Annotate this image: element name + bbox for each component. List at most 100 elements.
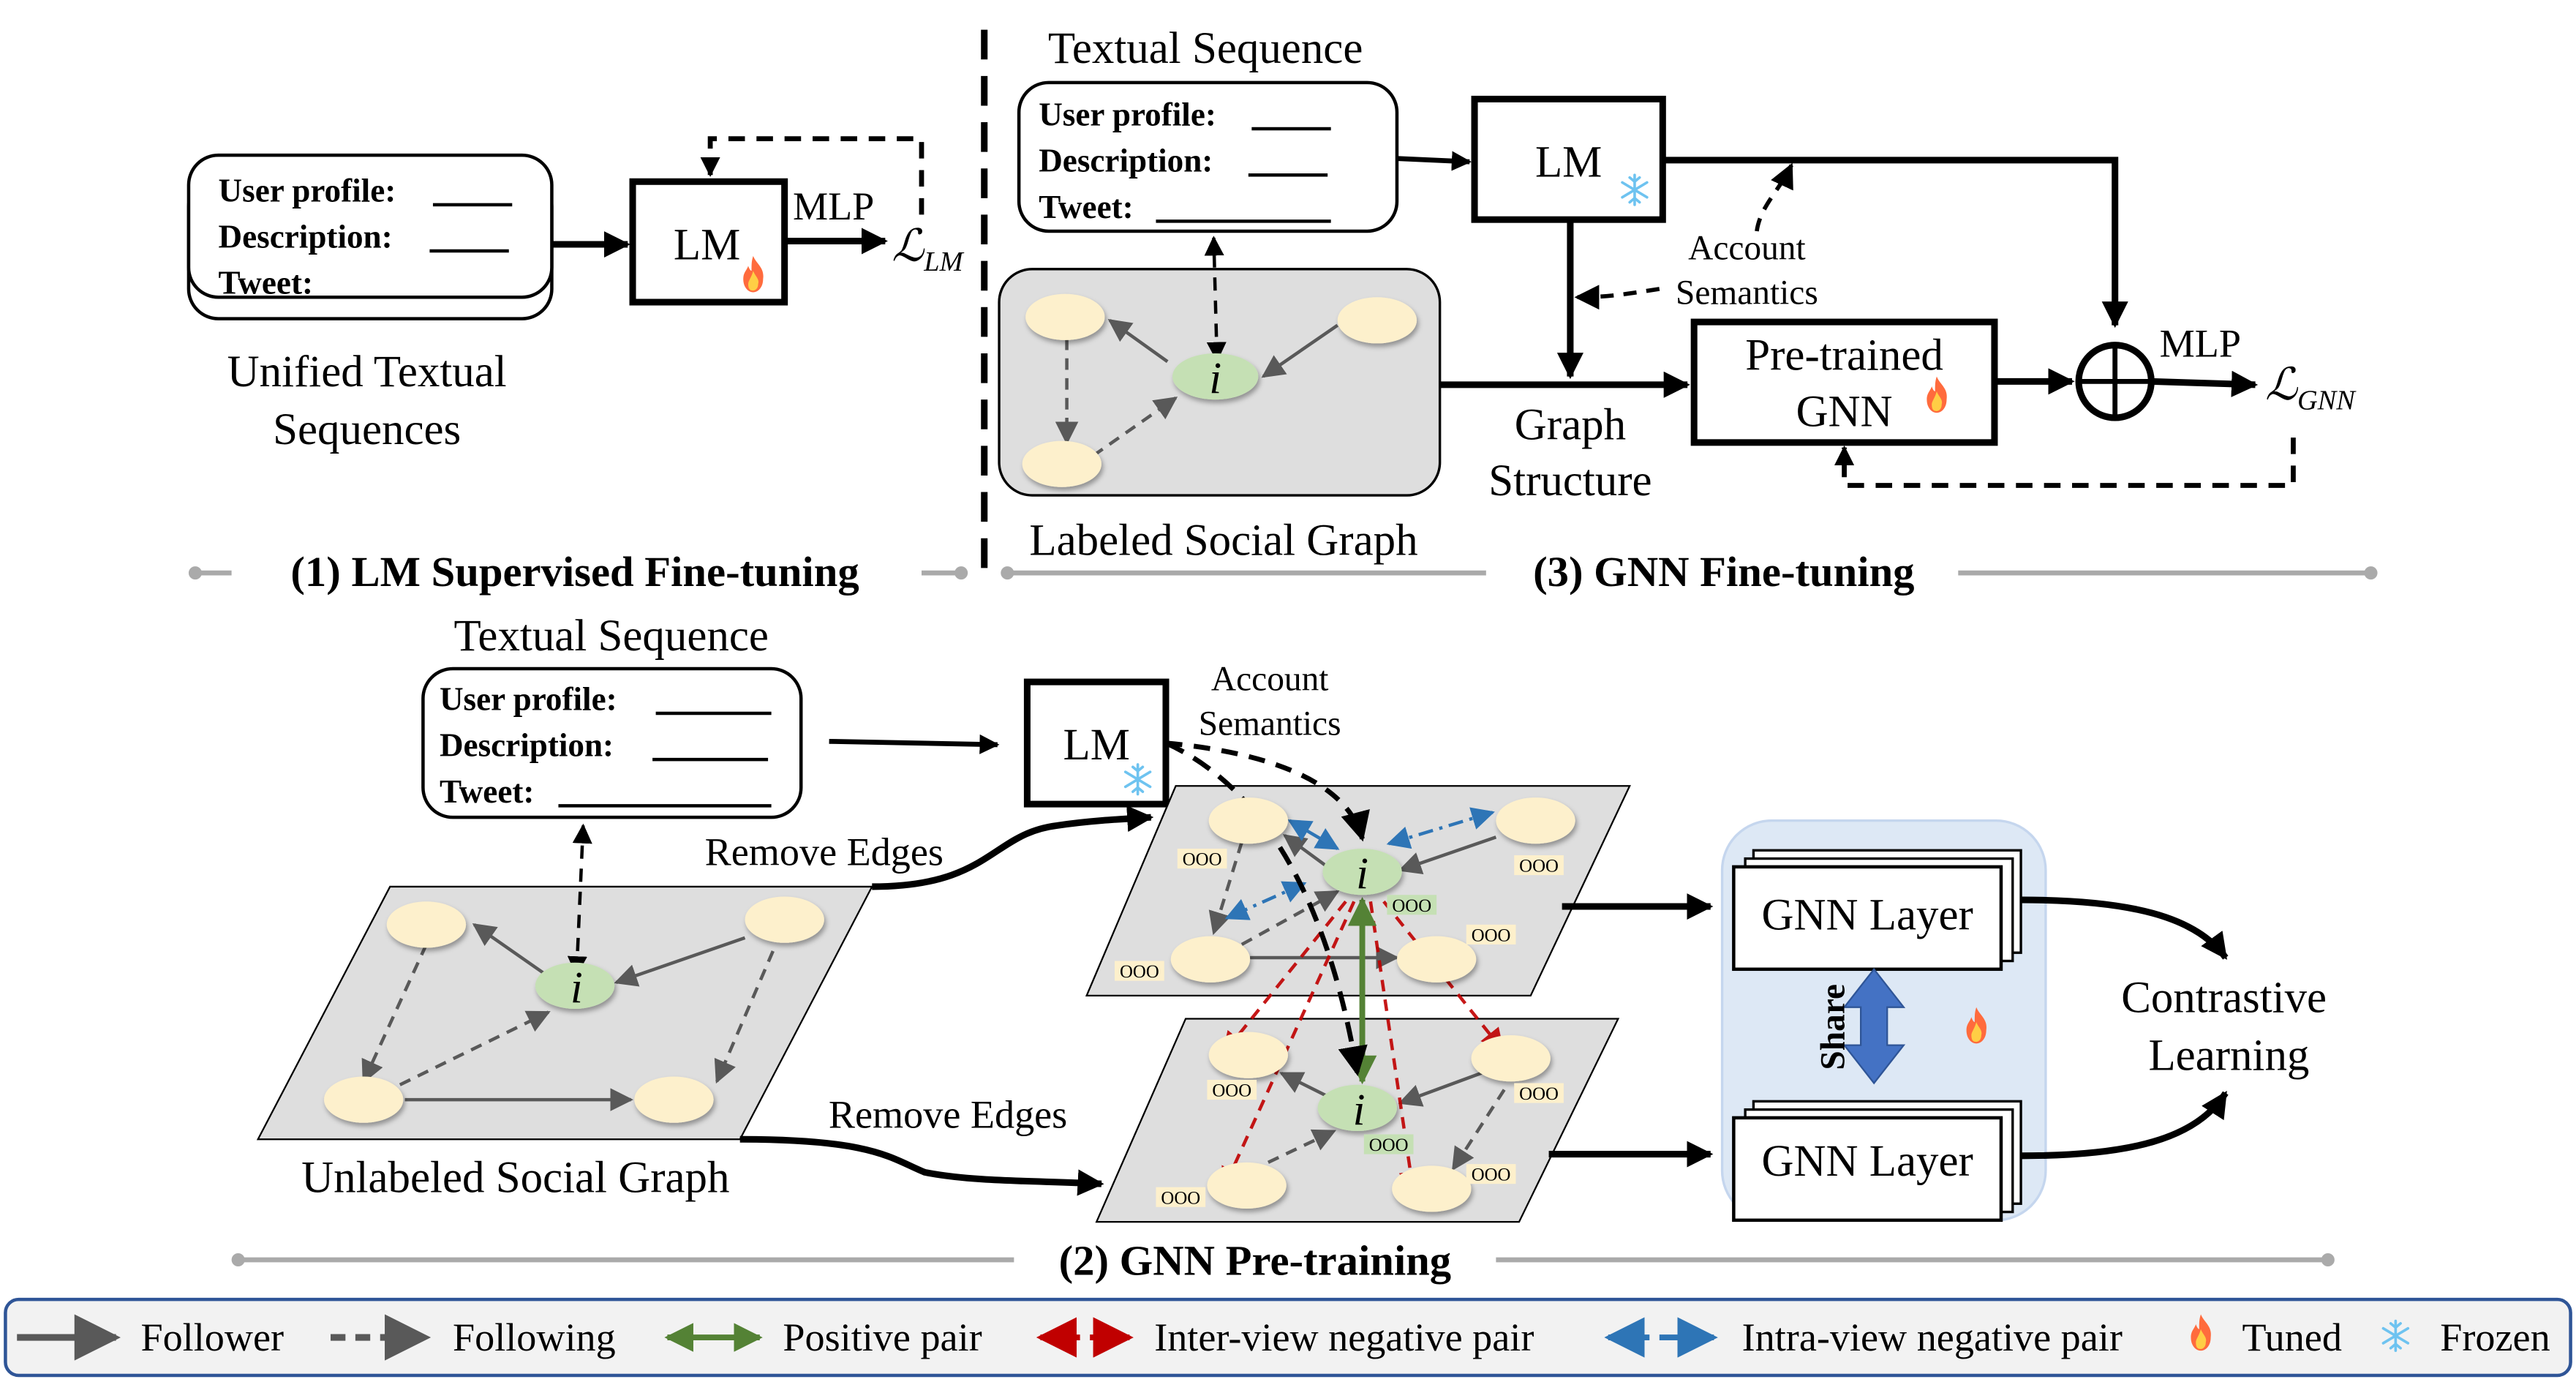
lm-label: LM (674, 220, 740, 269)
target-node (1317, 1084, 1397, 1131)
legend-item-tuned: Tuned (2191, 1314, 2342, 1359)
legend-item-positive-pair: Positive pair (664, 1315, 982, 1359)
form-description: Description: (219, 219, 393, 255)
embedding-glyph: OOO (1161, 1188, 1200, 1208)
remove-edges-arrow-1 (872, 805, 1154, 890)
graph-node (1170, 936, 1251, 983)
graph-node (1207, 1162, 1287, 1209)
textual-sequence-heading: Textual Sequence (453, 612, 768, 661)
form-user-profile: User profile: (1039, 97, 1216, 133)
gnn-layer-box (1732, 1116, 2003, 1223)
target-node-label: i (570, 964, 583, 1013)
mlp-label: MLP (2160, 321, 2241, 365)
section-1-title: (1) LM Supervised Fine-tuning (290, 548, 859, 596)
remove-edges-label: Remove Edges (829, 1092, 1067, 1136)
graph-caption: Unlabeled Social Graph (301, 1153, 729, 1202)
account-semantics-label: Account (1211, 660, 1329, 698)
target-node-label: i (1209, 354, 1221, 403)
contrastive-label: Contrastive (2121, 973, 2327, 1022)
form-description: Description: (440, 727, 614, 764)
graph-node (1496, 797, 1575, 844)
legend-label: Positive pair (783, 1315, 982, 1359)
embedding-glyph: OOO (1392, 896, 1431, 916)
account-semantics-label: Account (1688, 229, 1806, 267)
graph-structure-label: Structure (1488, 457, 1652, 506)
graph-node (1337, 297, 1417, 344)
form-tweet: Tweet: (1039, 189, 1133, 225)
lm-label: LM (1063, 721, 1130, 770)
form-tweet: Tweet: (219, 265, 313, 301)
legend-label: Tuned (2242, 1315, 2341, 1359)
section-3-divider: (3) GNN Fine-tuning (1001, 548, 2378, 596)
gnn-label: GNN (1796, 387, 1893, 436)
graph-structure-label: Graph (1515, 400, 1626, 449)
legend: Follower Following Positive pair Inter-v… (4, 1297, 2572, 1378)
share-label: Share (1815, 984, 1853, 1070)
legend-item-following: Following (331, 1314, 616, 1361)
form-caption-line1: Unified Textual (227, 348, 507, 397)
section-1-divider: (1) LM Supervised Fine-tuning (188, 548, 968, 596)
legend-label: Intra-view negative pair (1742, 1315, 2123, 1359)
legend-item-follower: Follower (17, 1314, 284, 1361)
gnn-layer-box (1732, 865, 2003, 972)
legend-label: Inter-view negative pair (1154, 1315, 1534, 1359)
form-tweet: Tweet: (440, 773, 534, 810)
gnn-label: Pre-trained (1745, 331, 1943, 380)
graph-node (634, 1076, 714, 1123)
share-arrow-icon (1842, 967, 1906, 1085)
legend-label: Frozen (2440, 1315, 2550, 1359)
graph-node (1208, 1032, 1288, 1078)
legend-label: Follower (140, 1315, 284, 1359)
target-node (1172, 353, 1259, 400)
textual-sequence-heading: Textual Sequence (1048, 24, 1363, 73)
form-user-profile: User profile: (219, 172, 396, 209)
account-semantics-label: Semantics (1199, 705, 1341, 743)
target-node (535, 962, 615, 1009)
graph-node (1208, 797, 1288, 844)
textual-sequence-form (1017, 80, 1399, 233)
form-user-profile: User profile: (440, 680, 617, 717)
embedding-glyph: OOO (1519, 1084, 1559, 1104)
target-node-label: i (1353, 1086, 1366, 1135)
embedding-glyph: OOO (1183, 850, 1222, 870)
target-node (1322, 849, 1402, 895)
loss-gnn: ℒGNN (2265, 361, 2357, 416)
semantics-to-fusion-arrow (1662, 157, 2128, 328)
loss-feedback-arrow (1834, 437, 2296, 488)
lm-label: LM (1535, 138, 1602, 187)
remove-edges-label: Remove Edges (705, 830, 944, 874)
graph-node (745, 896, 824, 943)
embedding-glyph: OOO (1519, 857, 1559, 876)
node-embeddings: OOO OOO OOO OOO OOO OOO OOO OOO OOO OOO (1115, 849, 1564, 1208)
legend-item-inter-view-negative: Inter-view negative pair (1036, 1315, 1534, 1359)
form-caption-line2: Sequences (273, 405, 461, 454)
section-3-title: (3) GNN Fine-tuning (1533, 548, 1914, 596)
graph-caption: Labeled Social Graph (1029, 516, 1417, 565)
mlp-label: MLP (793, 184, 874, 228)
embedding-glyph: OOO (1369, 1135, 1409, 1155)
legend-label: Following (453, 1315, 616, 1359)
section-lm-fine-tuning: User profile: Description: Tweet: Unifie… (187, 136, 965, 454)
remove-edges-arrow-2 (739, 1135, 1104, 1196)
graph-node (323, 1076, 404, 1123)
gnn-layer-label: GNN Layer (1762, 1137, 1973, 1186)
embedding-glyph: OOO (1472, 1165, 1511, 1185)
legend-box (4, 1297, 2572, 1378)
embedding-glyph: OOO (1472, 925, 1511, 945)
graph-node (1471, 1035, 1551, 1082)
section-gnn-fine-tuning: Textual Sequence User profile: Descripti… (998, 24, 2357, 565)
graph-node (1396, 936, 1477, 983)
graph-node (386, 901, 467, 948)
section-2-title: (2) GNN Pre-training (1059, 1236, 1452, 1284)
contrastive-label: Learning (2148, 1031, 2309, 1080)
embedding-glyph: OOO (1212, 1081, 1251, 1101)
target-node-label: i (1356, 849, 1368, 898)
section-2-divider: (2) GNN Pre-training (231, 1236, 2335, 1284)
loss-feedback-arrow (700, 136, 924, 215)
node-text-link (1204, 236, 1227, 362)
graph-node (1025, 293, 1105, 340)
graph-node (1022, 440, 1101, 487)
legend-item-intra-view-negative: Intra-view negative pair (1604, 1315, 2123, 1359)
account-semantics-label: Semantics (1676, 274, 1818, 312)
